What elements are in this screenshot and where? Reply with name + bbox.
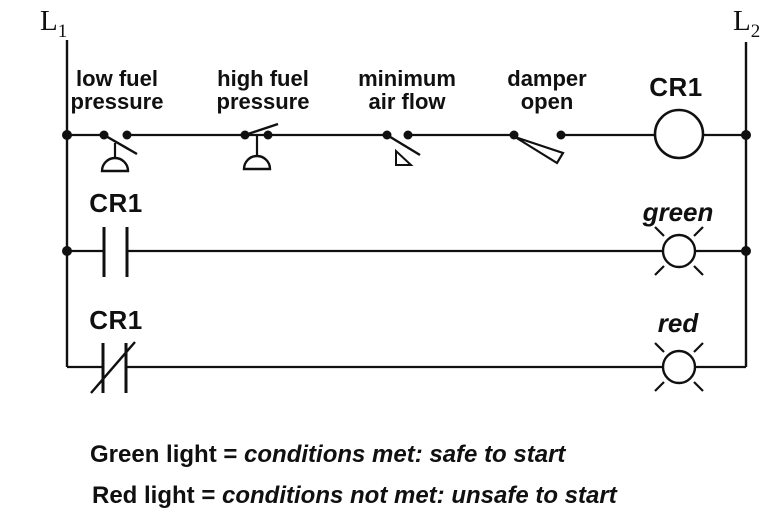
rail-label-l1: L1 (40, 5, 67, 41)
pressure-switch-nc-icon (240, 122, 279, 171)
label-minimum-air-flow: minimum air flow (358, 67, 456, 113)
label-damper-open: damper open (507, 67, 586, 113)
red-lamp-label: red (657, 308, 699, 338)
nc-contact-icon (90, 341, 136, 394)
no-contact-icon (102, 227, 129, 277)
relay-coil-icon (653, 108, 705, 160)
rail-l2-letter: L (733, 5, 751, 37)
label-line: pressure (216, 89, 310, 114)
label-line: open (520, 89, 574, 114)
legend-green-italic: conditions met: safe to start (244, 441, 566, 468)
label-line: low fuel (76, 66, 158, 91)
pressure-switch-no-icon (99, 130, 138, 173)
legend-red-plain: Red light = (92, 482, 223, 509)
label-line: high fuel (217, 66, 309, 91)
red-lamp-icon (654, 342, 704, 392)
limit-switch-no-icon (509, 130, 566, 165)
junction-dots (62, 130, 751, 256)
legend-green-light: Green light = conditions met: safe to st… (90, 441, 565, 469)
rail-l1-letter: L (40, 5, 58, 37)
rail-l1-subscript: 1 (57, 20, 68, 42)
flow-switch-no-icon (382, 130, 421, 166)
label-line: minimum (358, 66, 456, 91)
label-line: air flow (368, 89, 446, 114)
label-high-fuel-pressure: high fuel pressure (217, 67, 310, 113)
green-lamp-icon (654, 226, 704, 276)
rung2-contact-label-cr1: CR1 (89, 188, 143, 218)
label-low-fuel-pressure: low fuel pressure (71, 67, 164, 113)
green-lamp-label: green (642, 197, 714, 227)
legend-red-italic: conditions not met: unsafe to start (222, 482, 617, 509)
rail-label-l2: L2 (733, 5, 760, 41)
rung3-contact-label-cr1: CR1 (89, 305, 143, 335)
legend-green-plain: Green light = (90, 441, 245, 468)
label-line: damper (507, 66, 587, 91)
label-line: pressure (70, 89, 164, 114)
coil-label-cr1: CR1 (649, 72, 703, 102)
legend-red-light: Red light = conditions not met: unsafe t… (92, 482, 617, 510)
rail-l2-subscript: 2 (750, 20, 761, 42)
